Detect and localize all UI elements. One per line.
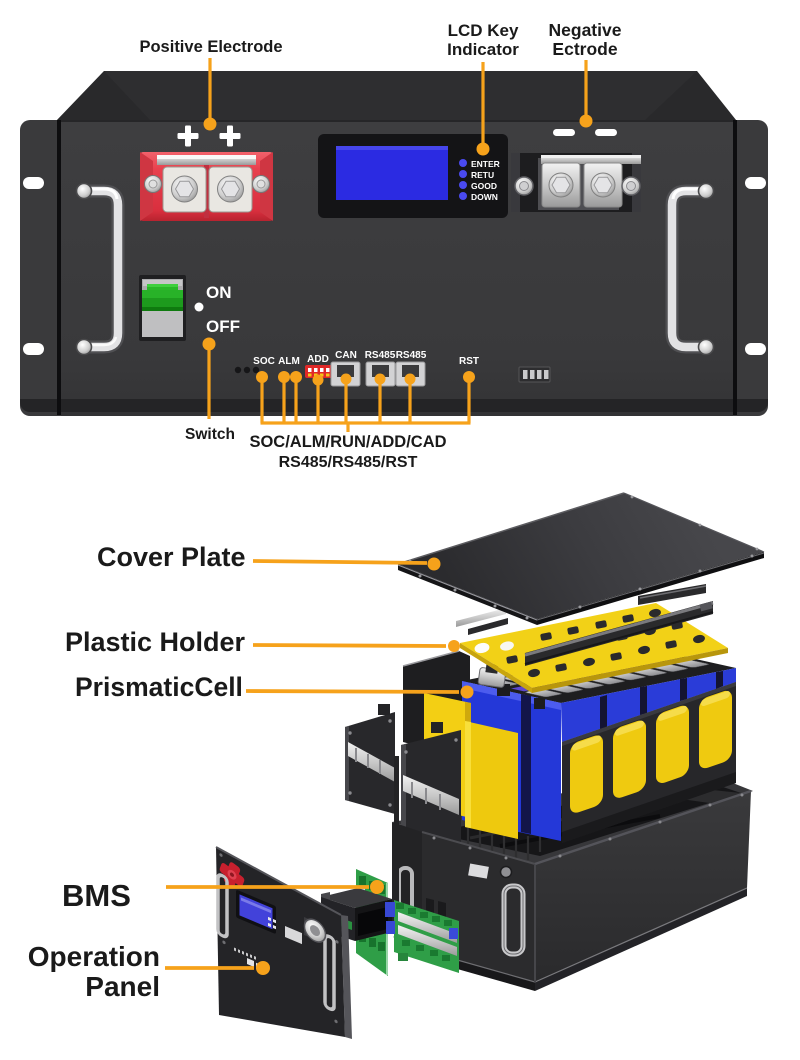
svg-text:CAN: CAN <box>335 350 357 361</box>
svg-text:Panel: Panel <box>85 971 160 1002</box>
svg-text:RS485: RS485 <box>365 350 396 361</box>
svg-text:Plastic Holder: Plastic Holder <box>65 627 246 657</box>
svg-text:Cover Plate: Cover Plate <box>97 542 246 572</box>
svg-text:Negative: Negative <box>549 20 622 40</box>
svg-text:RST: RST <box>459 356 479 367</box>
svg-text:Indicator: Indicator <box>447 40 519 59</box>
svg-text:Switch: Switch <box>185 426 235 443</box>
svg-text:ADD: ADD <box>307 354 329 365</box>
svg-text:DOWN: DOWN <box>471 192 498 202</box>
svg-text:BMS: BMS <box>62 878 131 913</box>
svg-text:SOC/ALM/RUN/ADD/CAD: SOC/ALM/RUN/ADD/CAD <box>249 433 446 451</box>
svg-text:RS485/RS485/RST: RS485/RS485/RST <box>279 454 418 471</box>
svg-text:ALM: ALM <box>278 356 300 367</box>
svg-text:LCD Key: LCD Key <box>448 21 519 40</box>
svg-text:OFF: OFF <box>206 317 240 336</box>
svg-text:PrismaticCell: PrismaticCell <box>75 672 243 702</box>
svg-text:Operation: Operation <box>28 941 160 972</box>
svg-text:SOC: SOC <box>253 356 275 367</box>
svg-text:ENTER: ENTER <box>471 159 500 169</box>
svg-text:ON: ON <box>206 283 232 302</box>
svg-text:Positive Electrode: Positive Electrode <box>139 38 282 56</box>
svg-text:RS485: RS485 <box>396 350 427 361</box>
svg-text:Ectrode: Ectrode <box>552 39 617 59</box>
svg-text:RETU: RETU <box>471 170 494 180</box>
svg-text:GOOD: GOOD <box>471 181 497 191</box>
